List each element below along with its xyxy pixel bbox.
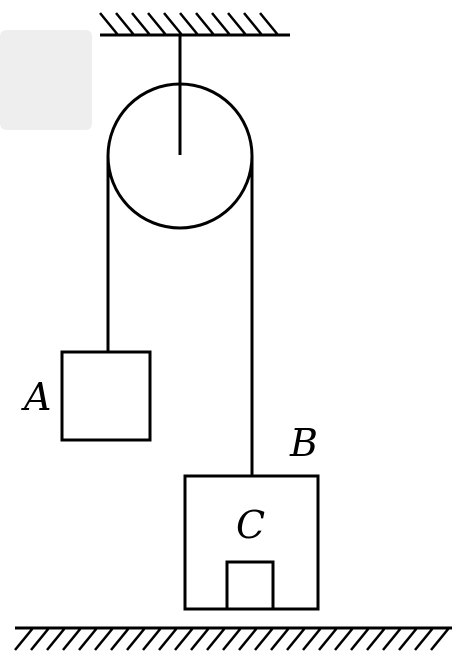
hatch-mark — [195, 12, 215, 36]
hatch-mark — [110, 627, 130, 651]
hatch-mark — [382, 627, 402, 651]
hatch-mark — [147, 12, 167, 36]
hatch-mark — [222, 627, 242, 651]
hatch-mark — [414, 627, 434, 651]
hatch-mark — [227, 12, 247, 36]
hatch-mark — [243, 12, 263, 36]
hatch-mark — [158, 627, 178, 651]
ceiling-hatch — [99, 12, 279, 36]
hatch-mark — [238, 627, 258, 651]
hatch-mark — [350, 627, 370, 651]
ceiling-support — [99, 12, 290, 37]
hatch-mark — [174, 627, 194, 651]
ground-support — [14, 626, 452, 651]
hatch-mark — [270, 627, 290, 651]
hatch-mark — [398, 627, 418, 651]
hatch-mark — [14, 627, 34, 651]
hatch-mark — [142, 627, 162, 651]
hatch-mark — [286, 627, 306, 651]
hatch-mark — [163, 12, 183, 36]
hatch-mark — [99, 12, 119, 36]
hatch-mark — [46, 627, 66, 651]
hatch-mark — [259, 12, 279, 36]
block-c — [225, 560, 275, 611]
hatch-mark — [62, 627, 82, 651]
hatch-mark — [302, 627, 322, 651]
hatch-mark — [366, 627, 386, 651]
watermark-patch — [0, 30, 92, 130]
block-b-label: B — [289, 421, 318, 465]
hatch-mark — [179, 12, 199, 36]
hatch-mark — [211, 12, 231, 36]
hatch-mark — [30, 627, 50, 651]
block-a — [60, 350, 152, 442]
hatch-mark — [126, 627, 146, 651]
hatch-mark — [318, 627, 338, 651]
block-c-label: C — [236, 503, 265, 547]
hatch-mark — [206, 627, 226, 651]
block-a-label: A — [21, 375, 51, 419]
hatch-mark — [430, 627, 450, 651]
hatch-mark — [334, 627, 354, 651]
hatch-mark — [115, 12, 135, 36]
hatch-mark — [78, 627, 98, 651]
hatch-mark — [94, 627, 114, 651]
hatch-mark — [190, 627, 210, 651]
ground-hatch — [14, 627, 450, 651]
hatch-mark — [131, 12, 151, 36]
hatch-mark — [254, 627, 274, 651]
